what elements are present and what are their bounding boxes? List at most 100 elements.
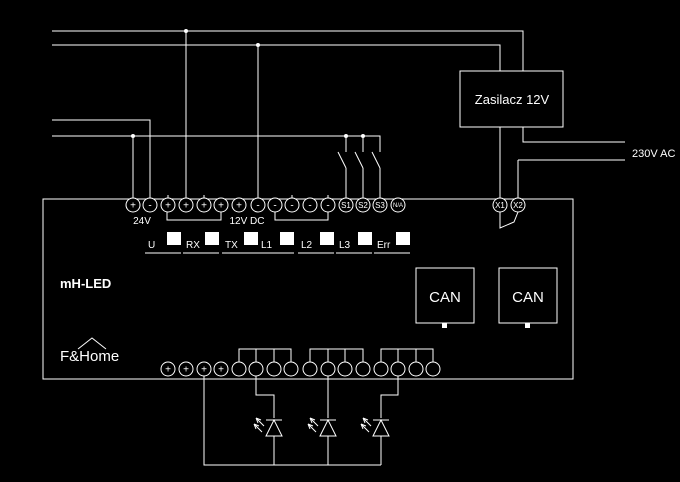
terminal-label: - [308, 201, 311, 212]
terminal-label: S1 [341, 201, 351, 210]
terminal-circle [355, 197, 371, 213]
indicator-led-square [244, 232, 258, 245]
terminal-bottom-out-2-1 [302, 361, 318, 377]
wire-ps-x2 [522, 127, 625, 143]
terminal-bottom-out-1-2 [248, 361, 264, 377]
indicator-led-square [205, 232, 219, 245]
terminal-bottom-plus-4: + [213, 361, 229, 377]
terminal-circle [231, 197, 247, 213]
terminal-bottom-out-3-1 [373, 361, 389, 377]
terminal-bottom-out-2-4 [355, 361, 371, 377]
jumper-x1-x2 [499, 211, 519, 229]
terminal-circle [302, 197, 318, 213]
terminal-top-13: S1 [338, 197, 354, 213]
led-light-arrows-icon [253, 417, 265, 433]
wire-switch-common [346, 135, 381, 150]
output-group-bus [238, 348, 292, 362]
can-port-group: CAN CAN [415, 267, 558, 328]
terminal-circle [373, 361, 389, 377]
terminal-top-7: + [231, 197, 247, 213]
can-port-1: CAN [415, 267, 475, 328]
bottom-terminal-strip: ++++ [160, 348, 441, 377]
terminal-bottom-out-1-1 [231, 361, 247, 377]
can-port-label: CAN [512, 289, 544, 306]
wire-bus-2 [52, 44, 501, 71]
terminal-circle [266, 361, 282, 377]
power-supply-box [459, 70, 564, 128]
module-housing [42, 198, 574, 380]
indicator-l3: L3 [336, 232, 372, 254]
led-symbol-icon [319, 418, 337, 465]
terminal-circle [178, 197, 194, 213]
terminal-circle [125, 197, 141, 213]
terminal-circle [160, 197, 176, 213]
indicator-l2: L2 [298, 232, 334, 254]
terminal-label: + [201, 201, 207, 212]
output-group-bus [380, 348, 434, 362]
terminal-label: N/A [393, 203, 403, 209]
terminal-bottom-out-3-2 [390, 361, 406, 377]
indicator-label: Err [377, 240, 391, 251]
house-logo-icon [77, 337, 107, 350]
terminal-label: + [165, 201, 171, 212]
led-symbol-icon [372, 418, 390, 465]
terminal-top-6: + [213, 197, 229, 213]
can-port-latch [442, 323, 447, 328]
terminal-bottom-plus-1: + [160, 361, 176, 377]
indicator-label: L3 [339, 240, 351, 251]
indicator-l1: L1 [258, 232, 294, 254]
indicator-label: L2 [301, 240, 313, 251]
terminal-label: + [218, 365, 224, 376]
terminal-bottom-out-1-3 [266, 361, 282, 377]
terminal-circle [178, 361, 194, 377]
terminal-label: + [165, 365, 171, 376]
terminal-label: + [236, 201, 242, 212]
terminal-circle [372, 197, 388, 213]
can-port-label: CAN [429, 289, 461, 306]
terminal-top-4: + [178, 197, 194, 213]
terminal-circle [390, 361, 406, 377]
mains-label: 230V AC [632, 148, 675, 160]
indicator-led-square [320, 232, 334, 245]
led-1 [253, 376, 283, 465]
terminal-circle [390, 197, 406, 213]
terminal-top-16: N/A [390, 197, 406, 213]
indicator-led-square [167, 232, 181, 245]
terminal-label: S3 [375, 201, 385, 210]
wire-led-feed [255, 376, 275, 418]
terminal-bottom-out-1-4 [283, 361, 299, 377]
terminal-label: - [256, 201, 259, 212]
indicator-led-square [280, 232, 294, 245]
terminal-bottom-out-2-2 [320, 361, 336, 377]
terminal-circle [302, 361, 318, 377]
terminal-label: - [326, 201, 329, 212]
terminal-label: S2 [358, 201, 368, 210]
wire-led-feed [380, 376, 399, 418]
terminal-circle [231, 361, 247, 377]
bracket-12v-minus [274, 212, 329, 221]
led-2 [307, 376, 337, 465]
terminal-circle [196, 197, 212, 213]
indicator-label: RX [186, 240, 200, 251]
terminal-label: + [130, 201, 136, 212]
can-port-latch [525, 323, 530, 328]
terminal-circle [160, 361, 176, 377]
switch-s3 [371, 150, 381, 199]
terminal-top-5: + [196, 197, 212, 213]
terminal-label: + [218, 201, 224, 212]
terminal-top-2: - [142, 197, 158, 213]
terminal-label: - [290, 201, 293, 212]
terminal-top-3: + [160, 197, 176, 213]
terminal-bottom-out-3-4 [425, 361, 441, 377]
power-supply-label: Zasilacz 12V [475, 92, 550, 107]
label-24v: 24V [133, 216, 151, 227]
terminal-label: + [183, 201, 189, 212]
terminal-top-12: - [320, 197, 336, 213]
led-3 [360, 376, 399, 465]
terminal-top-14: S2 [355, 197, 371, 213]
terminal-circle [248, 361, 264, 377]
